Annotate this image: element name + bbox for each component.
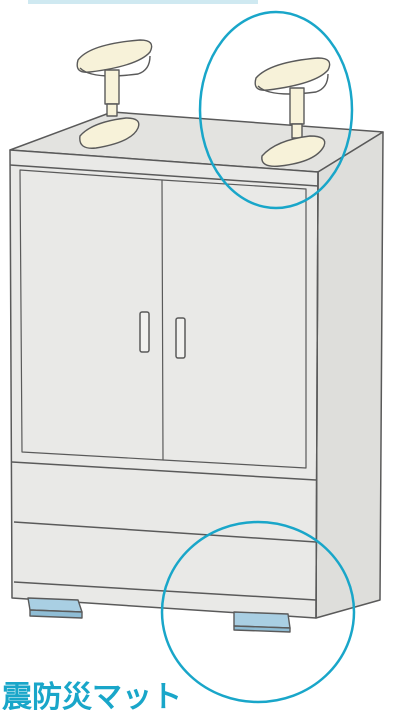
caption-area: 震防災マット [0,676,394,710]
floor-stopper-right [234,612,290,632]
cabinet-front [10,150,318,618]
caption-text: 震防災マット [2,676,182,710]
left-door-handle [140,312,149,352]
cabinet-side [316,132,383,618]
top-caption-fragment [28,0,258,4]
right-door-handle [176,318,185,358]
floor-stopper-left [28,598,82,618]
